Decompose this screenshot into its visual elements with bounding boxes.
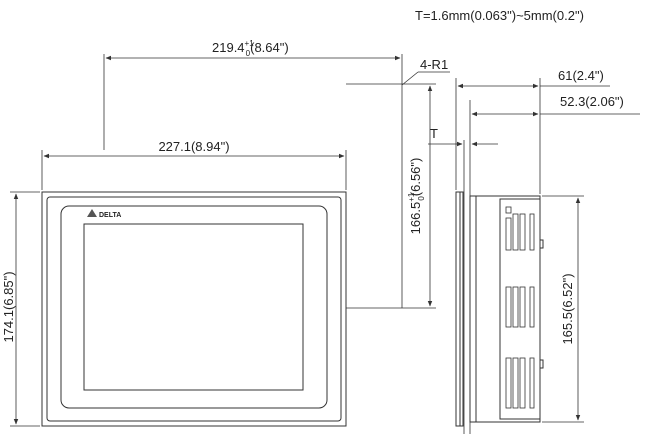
panel-thickness-label: T [430,126,438,141]
rear-height-label: 165.5(6.52") [560,273,575,344]
front-bezel-outer [41,191,347,427]
cutout-width-tol-zero: 0 [246,49,251,58]
depth-total-label: 61(2.4") [558,68,604,83]
overall-height-dimension: 174.1(6.85") [1,191,40,427]
cutout-width-tol-plus: +1 [245,39,255,48]
side-housing-step [499,198,541,420]
overall-width-dimension: 227.1(8.94") [41,139,347,190]
cutout-height-tol-plus: +1 [407,192,416,202]
front-bezel-frame [60,205,328,409]
overall-width-label: 227.1(8.94") [158,139,229,154]
rear-height-dimension: 165.5(6.52") [542,195,584,423]
front-view: DELTA [41,191,347,427]
corner-radius-callout: 4-R1 [401,57,450,86]
logo-text: DELTA [99,212,121,219]
overall-height-label: 174.1(6.85") [1,271,16,342]
front-bezel-inner [46,196,342,422]
panel-thickness-dimension: T [428,126,498,147]
depth-body-dimension: 52.3(2.06") [469,94,640,140]
cutout-width-base: 219.4 [212,40,245,55]
cutout-height-inch: (6.56") [408,158,423,197]
thickness-note: T=1.6mm(0.063")~5mm(0.2") [415,8,584,23]
depth-total-dimension: 61(2.4") [455,68,610,194]
delta-logo: DELTA [87,209,121,219]
side-vents-lower [505,357,535,409]
cutout-height-tol-zero: 0 [417,196,426,201]
cutout-height-base: 166.5 [408,202,423,235]
cutout-height-label: 166.5+10(6.56") [407,158,426,235]
side-vents-upper [505,206,535,251]
side-vents-middle [505,286,535,328]
side-housing [469,195,541,423]
cutout-height-dimension: 166.5+10(6.56") [346,83,436,309]
depth-body-label: 52.3(2.06") [560,94,624,109]
side-view [455,140,544,434]
cutout-width-inch: (8.64") [250,40,289,55]
front-screen [83,223,304,391]
corner-radius-label: 4-R1 [420,57,448,72]
